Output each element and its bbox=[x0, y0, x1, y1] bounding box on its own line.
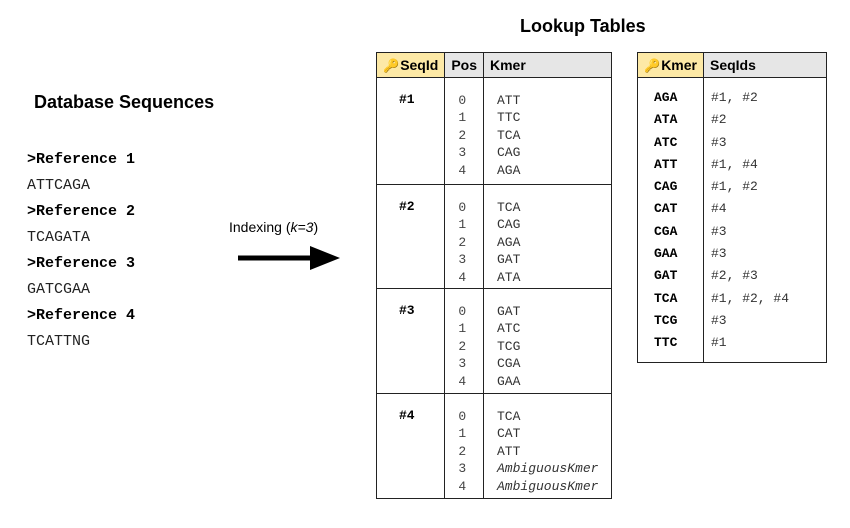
kmer-cell: GAA bbox=[637, 246, 704, 269]
seqids-cell: #1, #2, #4 bbox=[710, 290, 789, 306]
seqids-cell: #3 bbox=[710, 246, 727, 262]
seqids-cell: #1, #2 bbox=[710, 179, 758, 195]
table-row: TCG #3 bbox=[637, 312, 827, 336]
table-row: TTC #1 bbox=[637, 335, 827, 358]
kmer-cell: CAT bbox=[637, 201, 704, 224]
sequence-4: TCATTNG bbox=[27, 333, 91, 350]
seqid-cell: #2 bbox=[375, 184, 446, 289]
kmer-cell: TCA bbox=[637, 290, 704, 313]
table-row: CGA #3 bbox=[637, 223, 827, 247]
lookup-tables-title: Lookup Tables bbox=[520, 16, 646, 36]
table-row: TCA #1, #2, #4 bbox=[637, 290, 827, 313]
sequence-header-2: >Reference 2 bbox=[27, 203, 136, 220]
table-row: ATC #3 bbox=[637, 134, 827, 157]
kmer-cell: ATT bbox=[637, 156, 704, 180]
kmer-cell: GAT bbox=[637, 268, 704, 291]
table-header-row: 🔑SeqId Pos Kmer bbox=[375, 52, 612, 78]
table-row: GAA #3 bbox=[637, 246, 827, 269]
seqid-cell: #1 bbox=[375, 77, 446, 185]
sequence-3: GATCGAA bbox=[27, 281, 91, 298]
key-icon: 🔑 bbox=[644, 57, 661, 73]
sequence-header-4: >Reference 4 bbox=[27, 307, 136, 324]
kmer-cell: AGA bbox=[637, 90, 704, 113]
seqid-cell: #3 bbox=[375, 288, 446, 394]
seqids-cell: #3 bbox=[710, 134, 727, 150]
sequence-1: ATTCAGA bbox=[27, 177, 91, 194]
kmer-cell: ATA bbox=[637, 112, 704, 135]
kmer-cell: TTC bbox=[637, 335, 704, 358]
kmer-header: Kmer bbox=[483, 52, 612, 78]
table-row: CAT #4 bbox=[637, 201, 827, 224]
sequence-list: >Reference 1 ATTCAGA >Reference 2 TCAGAT… bbox=[27, 150, 135, 358]
kmer-seqids-table: 🔑Kmer SeqIds AGA #1, #2 ATA #2 ATC #3 ATT #1… bbox=[637, 52, 827, 363]
indexing-label: Indexing (k=3) bbox=[229, 219, 319, 235]
table-row: CAG #1, #2 bbox=[637, 179, 827, 202]
pos-header: Pos bbox=[444, 52, 484, 78]
kmer-header: 🔑Kmer bbox=[637, 52, 704, 78]
kmer-cell: CAG bbox=[637, 179, 704, 202]
seqids-header: SeqIds bbox=[702, 52, 827, 78]
sequence-2: TCAGATA bbox=[27, 229, 91, 246]
key-icon: 🔑 bbox=[383, 57, 400, 73]
table-row: GAT #2, #3 bbox=[637, 268, 827, 291]
sequence-header-3: >Reference 3 bbox=[27, 255, 136, 272]
seqids-cell: #2 bbox=[710, 112, 727, 128]
table-row: AGA #1, #2 bbox=[637, 90, 827, 113]
table-row: ATT #1, #4 bbox=[637, 156, 827, 180]
seqid-header: 🔑SeqId bbox=[375, 52, 446, 78]
seqids-cell: #2, #3 bbox=[710, 268, 758, 284]
seqids-cell: #4 bbox=[710, 201, 727, 217]
seqids-cell: #1, #4 bbox=[710, 156, 758, 172]
indexing-arrow-icon bbox=[238, 246, 340, 270]
kmer-cell: ATC bbox=[637, 134, 704, 157]
kmer-cell: CGA bbox=[637, 223, 704, 247]
sequence-header-1: >Reference 1 bbox=[27, 151, 136, 168]
table-row: ATA #2 bbox=[637, 112, 827, 135]
database-sequences-title: Database Sequences bbox=[34, 92, 215, 112]
kmer-cell: TCG bbox=[637, 312, 704, 336]
seqids-cell: #1, #2 bbox=[710, 90, 758, 105]
table-header-row: 🔑Kmer SeqIds bbox=[637, 52, 827, 78]
seqids-cell: #3 bbox=[710, 223, 727, 239]
seqid-cell: #4 bbox=[375, 393, 446, 499]
seqids-cell: #3 bbox=[710, 312, 727, 328]
seqids-cell: #1 bbox=[710, 335, 727, 351]
